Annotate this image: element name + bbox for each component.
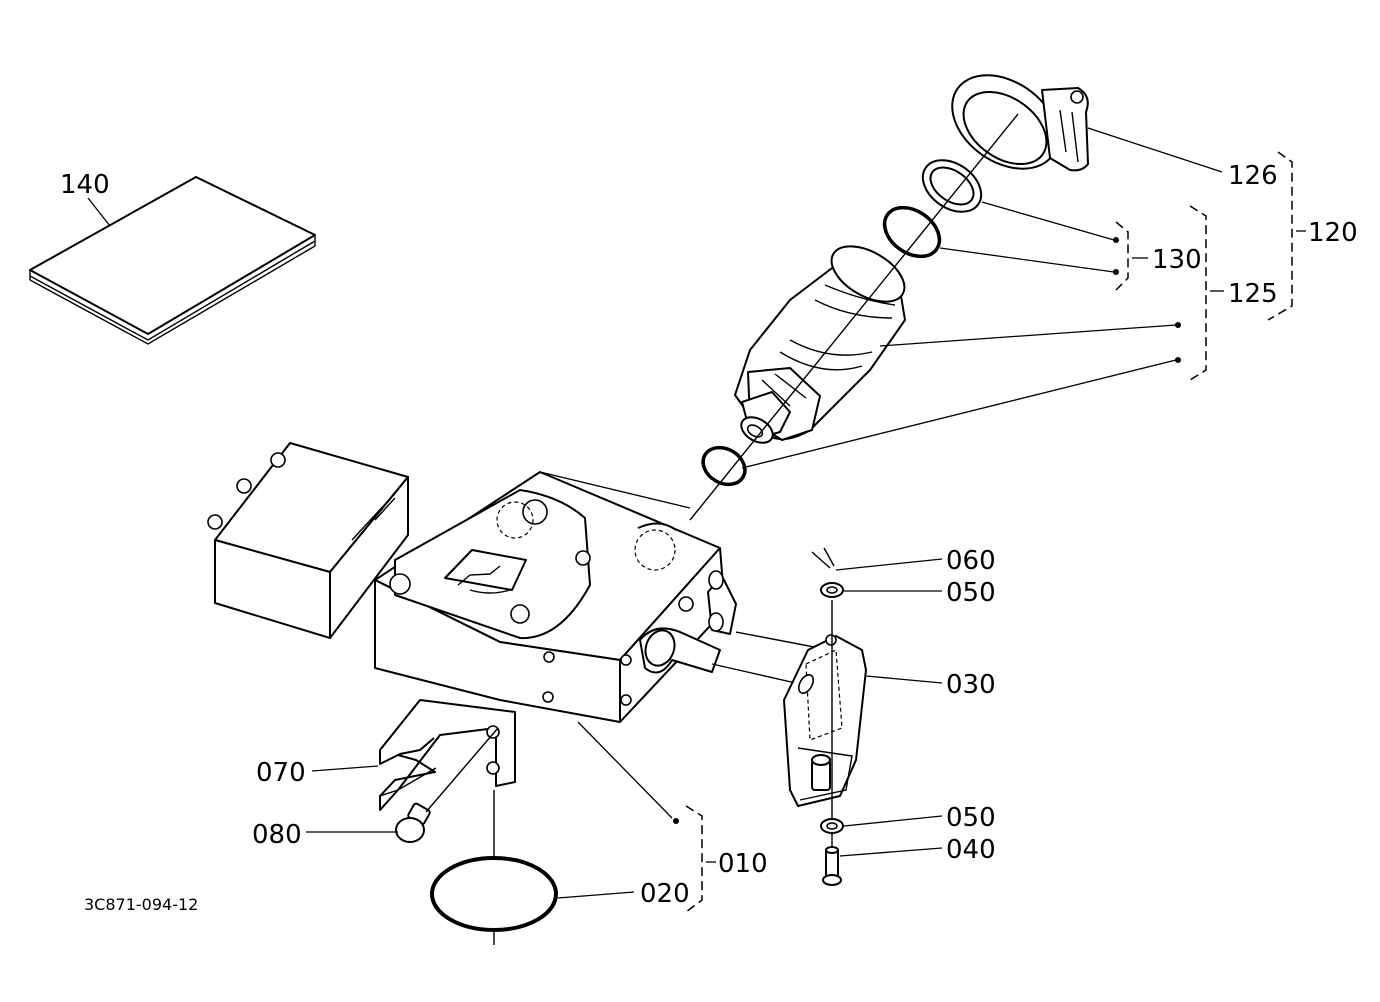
drawing-code: 3C871-094-12 (84, 895, 198, 914)
leader-050-bottom (843, 815, 943, 827)
plug (395, 802, 431, 843)
axis-plug (425, 727, 499, 813)
leader-070 (311, 765, 379, 772)
leader-126 (1087, 127, 1223, 173)
filter-cartridge (734, 245, 906, 444)
axis-bracket-b (711, 663, 801, 685)
washer-bottom (820, 818, 844, 834)
dot-130b (1113, 269, 1119, 275)
label-120: 120 (1308, 218, 1358, 248)
split-pin (811, 547, 835, 569)
brace-125 (1189, 205, 1207, 381)
label-010: 010 (718, 849, 768, 879)
o-ring-large (430, 856, 558, 932)
manual-booklet (29, 176, 316, 345)
axis-top (539, 471, 691, 509)
angle-bracket (379, 699, 516, 811)
label-125: 125 (1228, 279, 1278, 309)
brace-010 (685, 805, 703, 913)
label-080: 080 (252, 820, 302, 850)
axis-filter (689, 113, 1019, 521)
label-030: 030 (946, 670, 996, 700)
label-140: 140 (60, 170, 110, 200)
leader-010 (577, 721, 673, 819)
o-ring-upper (882, 205, 942, 259)
leader-130a (981, 201, 1115, 241)
dot-125a (1175, 322, 1181, 328)
dot-125b (1175, 357, 1181, 363)
leader-030 (865, 675, 943, 684)
dot-010 (673, 818, 679, 824)
label-040: 040 (946, 835, 996, 865)
leader-140 (87, 197, 111, 227)
label-130: 130 (1152, 245, 1202, 275)
brace-120 (1267, 151, 1293, 321)
leader-020 (557, 891, 635, 899)
o-ring-lower (701, 445, 747, 487)
leader-125a (879, 324, 1177, 347)
label-060: 060 (946, 546, 996, 576)
leader-130b (939, 247, 1115, 273)
washer-top (820, 582, 844, 598)
leader-040 (839, 847, 943, 857)
leader-060 (835, 558, 943, 571)
label-050-top: 050 (946, 578, 996, 608)
clevis-pin (822, 846, 842, 886)
clamp-ring (951, 74, 1089, 172)
label-050-bottom: 050 (946, 803, 996, 833)
label-126: 126 (1228, 161, 1278, 191)
label-020: 020 (640, 879, 690, 909)
brace-130 (1115, 221, 1129, 291)
valve-body (207, 442, 737, 723)
sealing-washer (921, 159, 983, 213)
label-070: 070 (256, 758, 306, 788)
bracket (783, 634, 867, 807)
leader-125b (741, 359, 1177, 469)
dot-130a (1113, 237, 1119, 243)
